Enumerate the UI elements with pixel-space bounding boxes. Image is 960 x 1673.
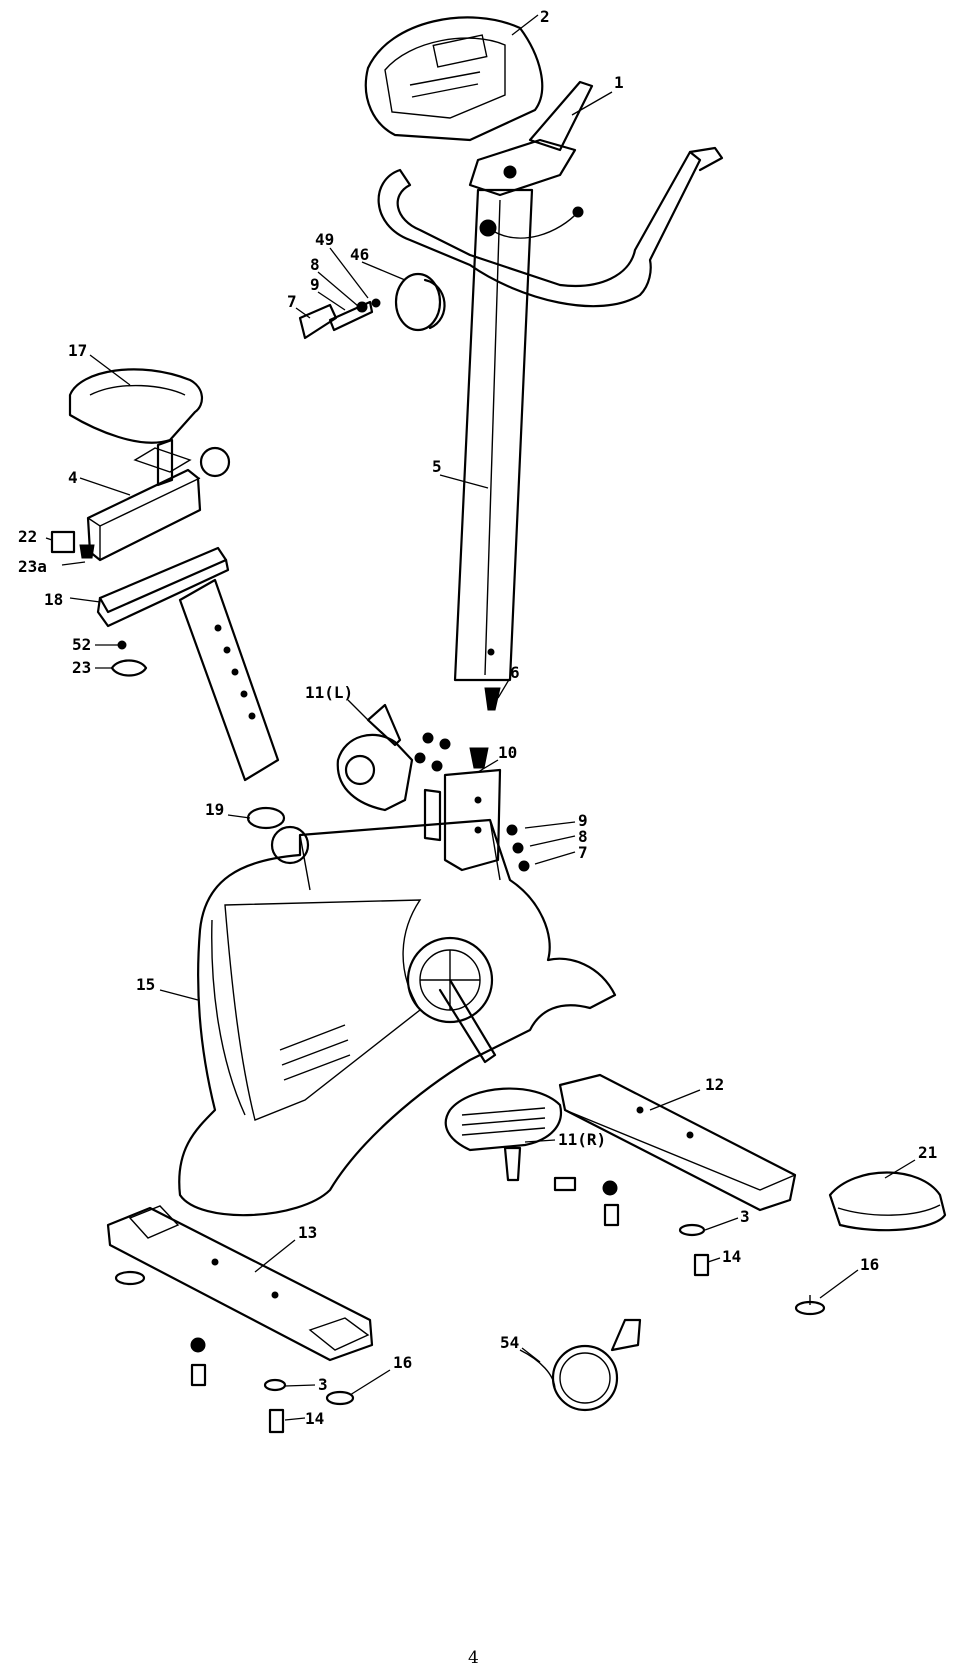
label-10: 10 — [498, 743, 517, 762]
label-21: 21 — [918, 1143, 937, 1162]
label-52: 52 — [72, 635, 91, 654]
label-6: 6 — [510, 663, 520, 682]
part-main-frame — [178, 818, 617, 1217]
part-seat-post — [96, 546, 280, 782]
label-4: 4 — [68, 468, 78, 487]
part-power-adapter — [519, 1318, 642, 1412]
label-5: 5 — [432, 457, 442, 476]
label-16a: 16 — [860, 1255, 879, 1274]
page-number: 4 — [468, 1648, 479, 1668]
part-handlebar-post-top — [468, 80, 594, 197]
label-46: 46 — [350, 245, 369, 264]
part-post-bracket — [423, 768, 530, 872]
label-23: 23 — [72, 658, 91, 677]
label-9b: 9 — [578, 811, 588, 830]
part-tension-knob — [298, 272, 446, 340]
part-seat-knob-small — [50, 530, 95, 559]
label-49: 49 — [315, 230, 334, 249]
label-8: 8 — [310, 255, 320, 274]
label-1: 1 — [614, 73, 624, 92]
label-15: 15 — [136, 975, 155, 994]
label-14a: 14 — [722, 1247, 741, 1266]
label-2: 2 — [540, 7, 550, 26]
label-11L: 11(L) — [305, 683, 353, 702]
label-12: 12 — [705, 1075, 724, 1094]
label-54: 54 — [500, 1333, 519, 1352]
part-console — [364, 16, 544, 142]
label-16b: 16 — [393, 1353, 412, 1372]
part-hardware-right — [553, 1176, 826, 1316]
label-23a: 23a — [18, 557, 47, 576]
part-seat-adjust-knob — [110, 640, 148, 677]
part-left-pedal-assembly — [336, 703, 489, 812]
part-seat — [68, 368, 203, 444]
label-18: 18 — [44, 590, 63, 609]
leader-lines — [45, 14, 916, 1421]
label-17: 17 — [68, 341, 87, 360]
label-8b: 8 — [578, 827, 588, 846]
label-9: 9 — [310, 275, 320, 294]
part-seat-slider — [86, 438, 231, 562]
label-19: 19 — [205, 800, 224, 819]
part-right-pedal — [444, 1087, 563, 1182]
part-handlebar-post — [453, 188, 534, 711]
label-14b: 14 — [305, 1409, 324, 1428]
label-3b: 3 — [318, 1375, 328, 1394]
label-13: 13 — [298, 1223, 317, 1242]
label-7b: 7 — [578, 843, 588, 862]
label-22: 22 — [18, 527, 37, 546]
part-end-cap — [828, 1171, 947, 1232]
label-11R: 11(R) — [558, 1130, 606, 1149]
part-hardware-left — [114, 1270, 355, 1434]
part-handlebar — [377, 146, 724, 308]
label-7: 7 — [287, 292, 297, 311]
part-rear-stabilizer — [558, 1073, 797, 1212]
part-labels: 1 2 49 8 46 9 7 17 4 5 22 23a 18 52 23 6… — [18, 7, 937, 1428]
part-front-stabilizer — [106, 1205, 374, 1362]
label-3: 3 — [740, 1207, 750, 1226]
